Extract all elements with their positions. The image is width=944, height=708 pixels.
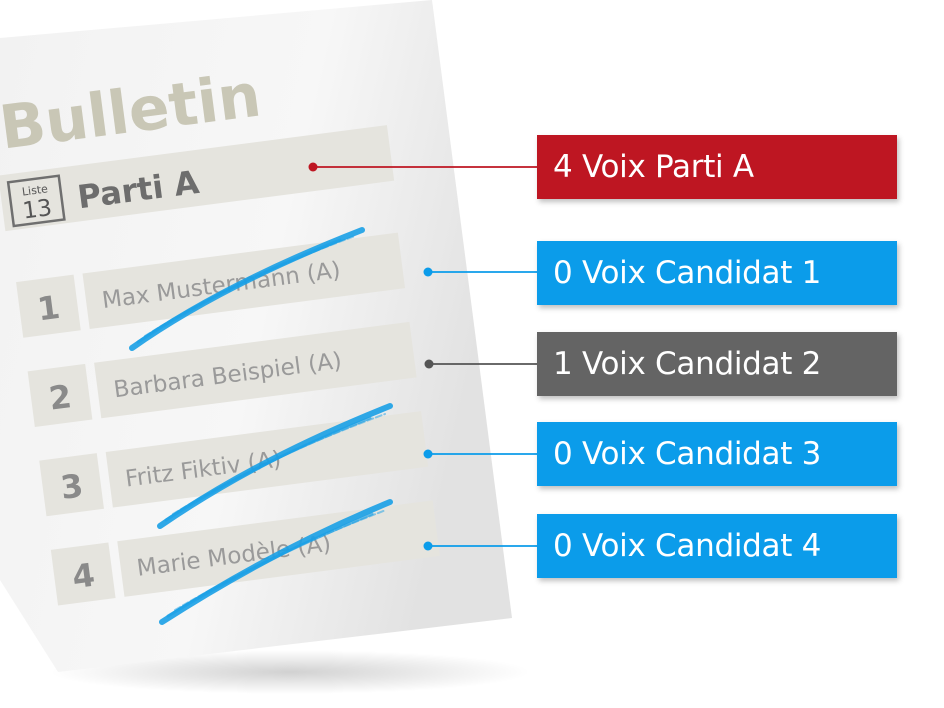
connector-dot-candidate-1	[423, 267, 433, 277]
candidate-number: 2	[47, 377, 74, 418]
list-badge-label: Liste	[21, 182, 49, 198]
connector-dot-candidate-2	[424, 359, 434, 369]
list-badge	[6, 174, 66, 228]
candidate-number: 4	[70, 556, 97, 597]
connector-dot-candidate-3	[423, 449, 433, 459]
candidate-number-box	[39, 453, 104, 517]
candidate-number: 3	[58, 466, 85, 507]
connector-dot-party	[308, 162, 318, 172]
vote-label-party: 4 Voix Parti A	[537, 135, 897, 199]
candidate-row: 4 Marie Modèle (A)	[50, 500, 440, 606]
candidate-number-box	[16, 274, 81, 338]
party-row	[0, 125, 395, 232]
vote-label-candidate-2: 1 Voix Candidat 2	[537, 332, 897, 396]
vote-label-candidate-4: 0 Voix Candidat 4	[537, 514, 897, 578]
connector-dot-candidate-4	[423, 541, 433, 551]
vote-label-candidate-1: 0 Voix Candidat 1	[537, 241, 897, 305]
candidate-name-box	[117, 500, 440, 597]
vote-label-candidate-3: 0 Voix Candidat 3	[537, 422, 897, 486]
ballot-content: Bulletin Liste 13 Parti A 1 Max Musterma…	[0, 60, 440, 606]
paper-shadow	[50, 650, 530, 694]
list-badge-number: 13	[21, 195, 53, 225]
candidate-name-box	[94, 321, 417, 419]
strike-mark-candidate-4	[159, 499, 393, 625]
candidate-number-box	[27, 363, 93, 427]
connectors	[308, 162, 537, 551]
candidate-number-box	[50, 542, 116, 606]
strike-marks	[129, 227, 393, 625]
strike-mark-candidate-3	[157, 403, 393, 529]
candidate-number: 1	[35, 288, 62, 329]
strike-mark-candidate-1	[129, 227, 365, 351]
